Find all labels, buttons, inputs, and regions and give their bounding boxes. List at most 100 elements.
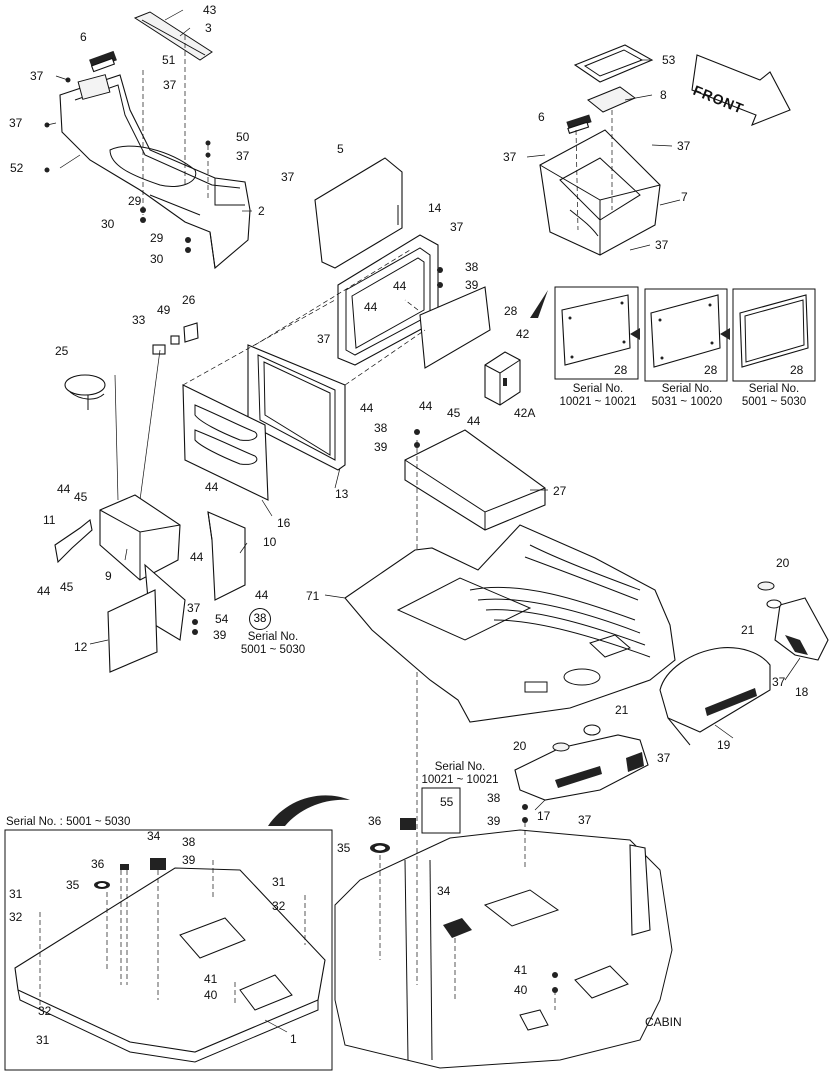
callout-44: 44 [57, 482, 71, 496]
callout-44: 44 [419, 399, 433, 413]
callout-38: 38 [465, 260, 479, 274]
callout-50: 50 [236, 130, 250, 144]
callout-51: 51 [162, 53, 176, 67]
callout-44: 44 [37, 584, 51, 598]
callout-28: 28 [704, 363, 718, 377]
box-part-27 [404, 429, 546, 531]
callout-37: 37 [9, 116, 23, 130]
inset-frame [4, 829, 333, 1071]
callout-71: 71 [306, 589, 320, 603]
callout-39: 39 [182, 853, 196, 867]
callout-54: 54 [215, 612, 229, 626]
cover-part-6b [566, 114, 592, 134]
panel-part-5 [314, 157, 403, 269]
duct-part-17 [514, 734, 649, 801]
callout-18: 18 [795, 685, 809, 699]
callout-37: 37 [677, 139, 691, 153]
serial-label-4: Serial No. 5001 ~ 5030 [228, 631, 318, 657]
callout-44: 44 [205, 480, 219, 494]
callout-35: 35 [337, 841, 351, 855]
bracket-part-11 [54, 519, 93, 564]
callout-37: 37 [281, 170, 295, 184]
callout-21: 21 [615, 703, 629, 717]
serial-label-5: Serial No. 10021 ~ 10021 [415, 761, 505, 787]
callout-37: 37 [772, 675, 786, 689]
callout-25: 25 [55, 344, 69, 358]
cabin-label: CABIN [645, 1015, 682, 1029]
callout-20: 20 [513, 739, 527, 753]
circled-ref-text: 38 [253, 613, 267, 625]
switch-part-33 [152, 344, 166, 355]
callout-28: 28 [790, 363, 804, 377]
circled-ref-arrow [232, 615, 246, 621]
callout-34: 34 [437, 884, 451, 898]
callout-37: 37 [163, 78, 177, 92]
callout-52: 52 [10, 161, 24, 175]
callout-37: 37 [317, 332, 331, 346]
callout-37: 37 [655, 238, 669, 252]
callout-44: 44 [393, 279, 407, 293]
callout-36: 36 [368, 814, 382, 828]
callout-10: 10 [263, 535, 277, 549]
callout-32: 32 [9, 910, 23, 924]
plate-part-16 [182, 384, 269, 501]
callout-29: 29 [150, 231, 164, 245]
callout-31: 31 [272, 875, 286, 889]
callout-2: 2 [258, 204, 265, 218]
serial-variant-panel-2 [644, 288, 728, 382]
callout-8: 8 [660, 88, 667, 102]
callout-3: 3 [205, 21, 212, 35]
callout-42A: 42A [514, 406, 536, 420]
callout-12: 12 [74, 640, 88, 654]
callout-42: 42 [516, 327, 530, 341]
serial-label-5-line1: Serial No. [434, 761, 486, 773]
vent-ring-part-20a [757, 581, 775, 591]
serial-label-5-line2: 10021 ~ 10021 [421, 774, 499, 786]
callout-36: 36 [91, 857, 105, 871]
serial-label-2: Serial No. 5031 ~ 10020 [642, 383, 732, 409]
callout-29: 29 [128, 194, 142, 208]
callout-37: 37 [236, 149, 250, 163]
serial-label-2-line2: 5031 ~ 10020 [651, 396, 723, 408]
duct-cover-part-19 [659, 647, 771, 746]
serial-label-3-line2: 5001 ~ 5030 [741, 396, 807, 408]
panel-part-28 [404, 286, 491, 369]
console-part-2 [59, 74, 251, 270]
callout-35: 35 [66, 878, 80, 892]
callout-19: 19 [717, 738, 731, 752]
inset-frame-title: Serial No. : 5001 ~ 5030 [6, 816, 131, 828]
callout-53: 53 [662, 53, 676, 67]
callout-31: 31 [36, 1033, 50, 1047]
callout-32: 32 [272, 899, 286, 913]
front-direction-arrow [691, 54, 791, 126]
callout-44: 44 [467, 414, 481, 428]
callout-40: 40 [204, 988, 218, 1002]
cover-part-6a [89, 50, 117, 73]
callout-44: 44 [360, 401, 374, 415]
callout-37: 37 [578, 813, 592, 827]
callout-44: 44 [255, 588, 269, 602]
callout-37: 37 [30, 69, 44, 83]
cabin-floor [334, 829, 673, 1069]
callout-38: 38 [374, 421, 388, 435]
callout-30: 30 [101, 217, 115, 231]
callout-37: 37 [503, 150, 517, 164]
bracket-part-42 [484, 351, 521, 406]
callout-31: 31 [9, 887, 23, 901]
floor-mat-part-71 [344, 524, 676, 723]
callout-39: 39 [374, 440, 388, 454]
callout-32: 32 [38, 1004, 52, 1018]
vent-ring-part-20b [552, 742, 570, 752]
seat-part-25 [64, 374, 106, 410]
callout-45: 45 [60, 580, 74, 594]
callout-38: 38 [182, 835, 196, 849]
callout-20: 20 [776, 556, 790, 570]
callout-17: 17 [537, 809, 551, 823]
callout-55: 55 [440, 795, 454, 809]
duct-part-18 [774, 597, 829, 661]
callout-37: 37 [657, 751, 671, 765]
callout-13: 13 [335, 487, 349, 501]
callout-9: 9 [105, 569, 112, 583]
callout-30: 30 [150, 252, 164, 266]
callout-38: 38 [487, 791, 501, 805]
